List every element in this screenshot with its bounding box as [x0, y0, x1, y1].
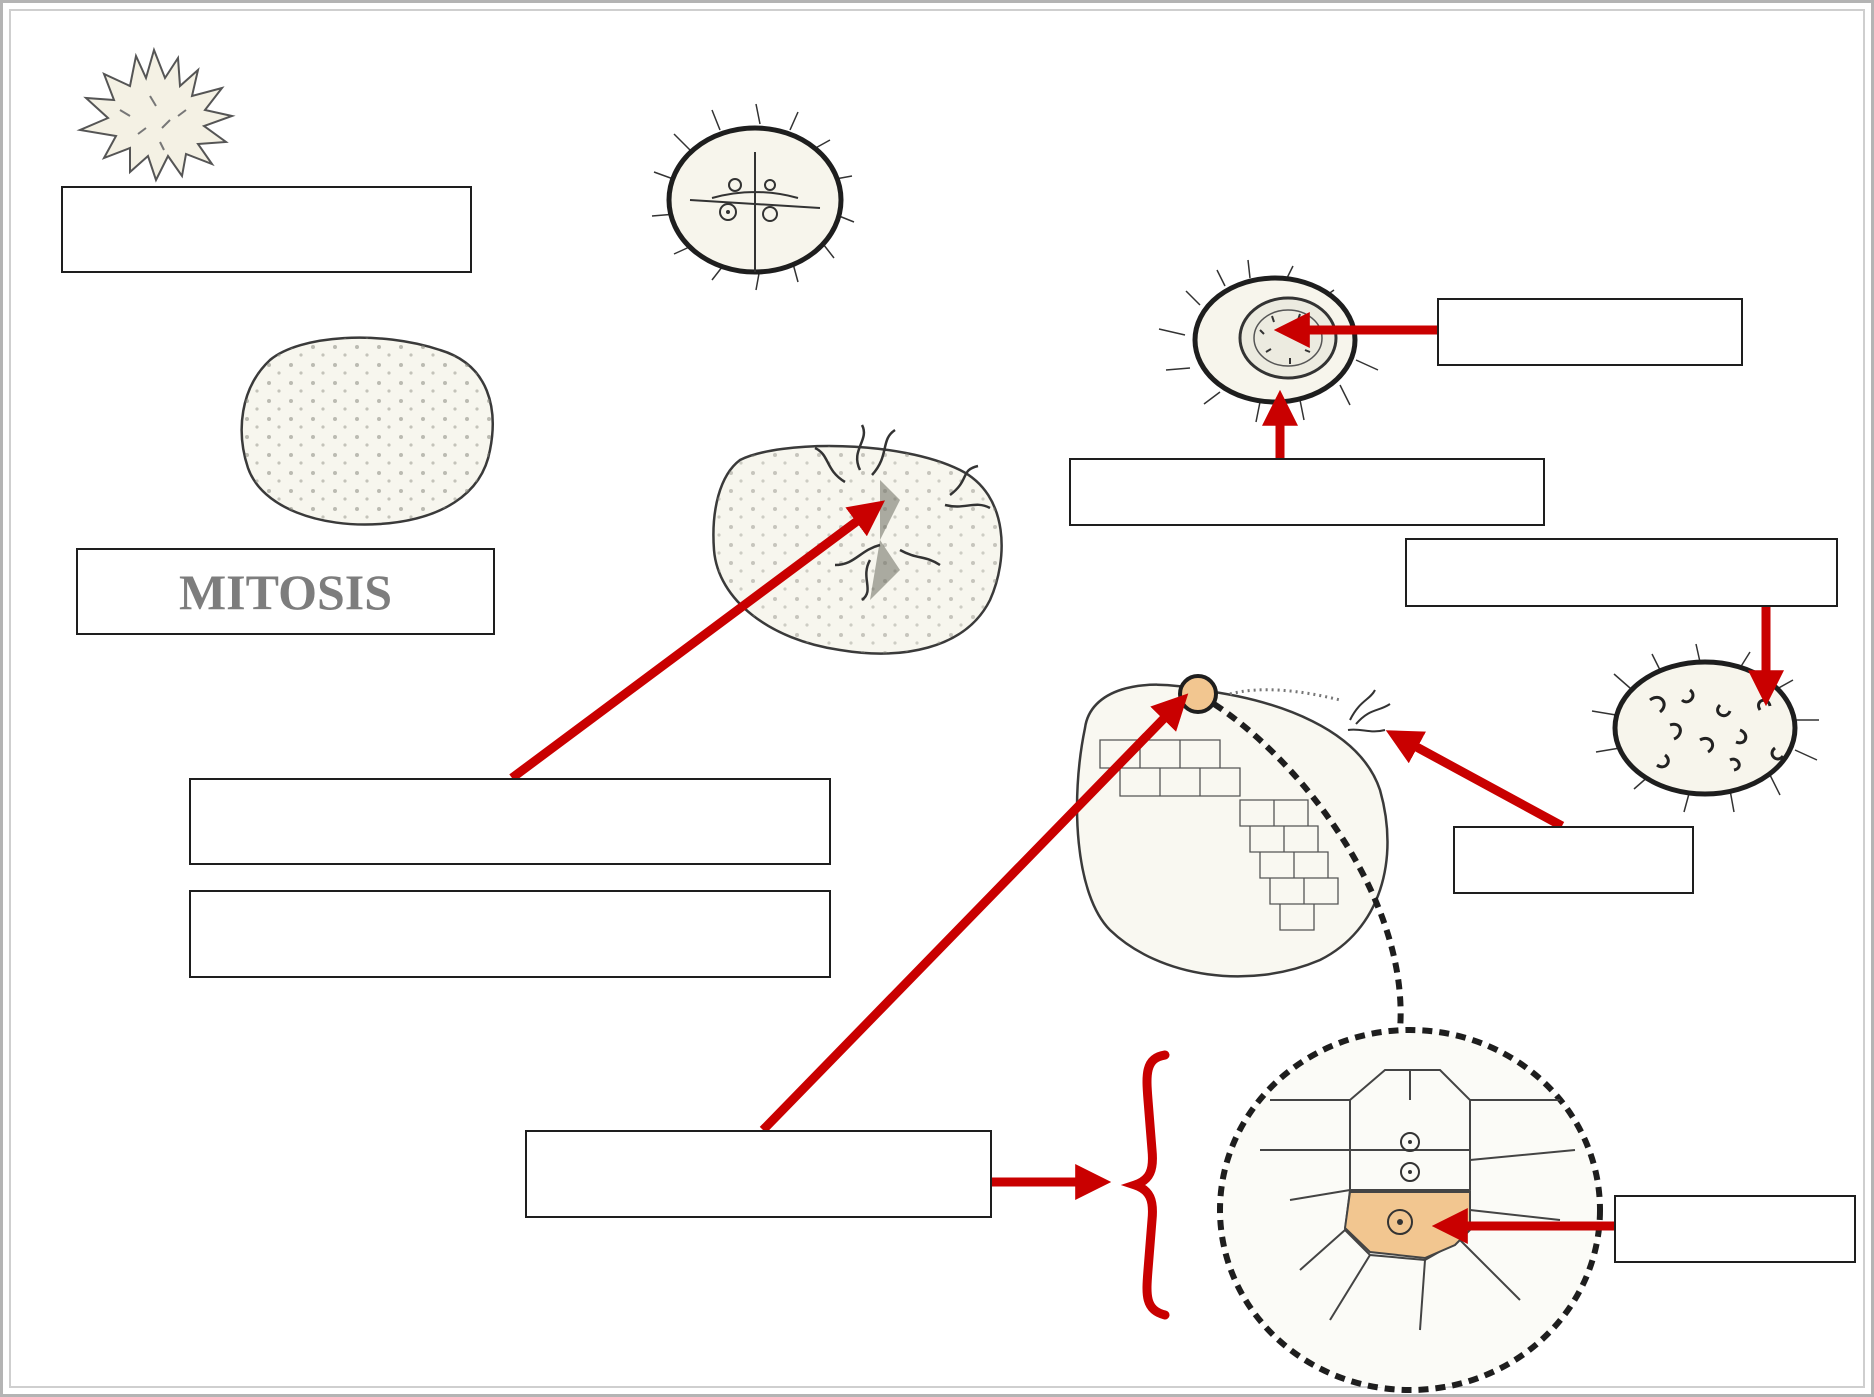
- zoom-connector: [1212, 701, 1404, 1031]
- label-box-archegonium-a[interactable]: [189, 890, 831, 978]
- archegonium-zoom-icon: [1217, 1027, 1603, 1393]
- arrow-to-prothallus: [509, 500, 885, 782]
- label-box-spore[interactable]: [61, 186, 472, 273]
- arrow-to-archegonium: [759, 693, 1189, 1134]
- label-box-egg[interactable]: [1614, 1195, 1856, 1263]
- label-box-antheridium-wall[interactable]: [1069, 458, 1545, 526]
- bracket: [1120, 1050, 1170, 1320]
- label-box-rhizoids[interactable]: [1453, 826, 1694, 894]
- arrow-to-rhizoids: [1385, 730, 1565, 830]
- prothallus-with-rhizoids-icon: [712, 424, 1003, 655]
- inner-frame: [9, 9, 1865, 1388]
- label-box-mitosis[interactable]: MITOSIS: [76, 548, 495, 635]
- spiky-spore-icon: [76, 46, 236, 183]
- label-box-sperm[interactable]: [1405, 538, 1838, 607]
- label-box-antheridium-contents[interactable]: [1437, 298, 1743, 366]
- antheridium-icon: [1158, 259, 1379, 423]
- sperm-release-icon: [1591, 643, 1819, 813]
- four-cell-spore-icon: [651, 103, 855, 291]
- label-box-neck[interactable]: [525, 1130, 992, 1218]
- label-box-protonema[interactable]: [189, 778, 831, 865]
- prothallus-icon: [240, 336, 494, 526]
